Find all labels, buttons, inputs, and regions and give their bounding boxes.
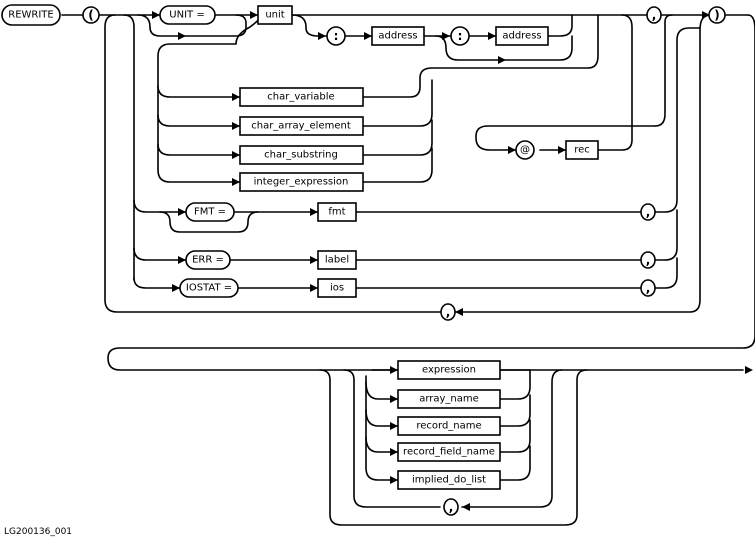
comma-terminal-iostat: , — [640, 279, 656, 297]
svg-text:ios: ios — [330, 283, 344, 294]
unit-keyword: UNIT = — [159, 5, 216, 25]
rec-nonterminal: rec — [565, 140, 599, 160]
record-name-nonterminal: record_name — [397, 416, 501, 436]
svg-text:fmt: fmt — [328, 207, 345, 218]
comma-terminal-control-loop: , — [440, 303, 456, 321]
svg-text:address: address — [378, 31, 417, 42]
svg-text:unit: unit — [265, 10, 284, 21]
comma-terminal-io-loop: , — [443, 498, 459, 516]
fmt-nonterminal: fmt — [317, 202, 357, 222]
err-keyword: ERR = — [185, 250, 231, 270]
svg-text:rec: rec — [574, 145, 590, 156]
char-variable-nonterminal: char_variable — [239, 87, 364, 107]
open-paren-terminal: ( — [82, 6, 100, 24]
svg-text:expression: expression — [422, 365, 476, 376]
svg-text:REWRITE: REWRITE — [8, 10, 53, 21]
svg-text:char_substring: char_substring — [264, 150, 338, 161]
svg-text:record_name: record_name — [416, 421, 481, 432]
record-field-name-nonterminal: record_field_name — [397, 442, 501, 462]
connector-lines-top — [39, 7, 749, 313]
arrowheads — [88, 11, 753, 511]
char-substring-nonterminal: char_substring — [239, 145, 364, 165]
svg-text:,: , — [652, 8, 657, 22]
close-paren-terminal: ) — [708, 6, 726, 24]
integer-expression-nonterminal: integer_expression — [239, 172, 364, 192]
svg-text:integer_expression: integer_expression — [254, 177, 349, 188]
label-nonterminal: label — [317, 250, 357, 270]
svg-text:ERR =: ERR = — [192, 255, 224, 266]
comma-terminal-err: , — [640, 251, 656, 269]
fmt-keyword: FMT = — [185, 202, 235, 222]
svg-text:,: , — [646, 281, 651, 295]
svg-text:,: , — [646, 253, 651, 267]
comma-terminal-rec: , — [646, 6, 662, 24]
svg-text:FMT =: FMT = — [194, 207, 226, 218]
address-nonterminal-1: address — [371, 26, 425, 46]
rewrite-keyword: REWRITE — [1, 4, 61, 26]
svg-text:array_name: array_name — [419, 394, 479, 405]
svg-text:,: , — [446, 305, 451, 319]
expression-nonterminal: expression — [397, 360, 501, 380]
svg-text:,: , — [646, 205, 651, 219]
svg-text:implied_do_list: implied_do_list — [412, 475, 486, 486]
svg-text:UNIT =: UNIT = — [169, 10, 204, 21]
connector-lines-bottom — [107, 14, 755, 526]
colon-terminal-1: : — [326, 26, 346, 46]
svg-text:(: ( — [88, 8, 93, 22]
svg-text:char_array_element: char_array_element — [251, 121, 351, 132]
svg-text:label: label — [325, 255, 349, 266]
svg-text:@: @ — [520, 145, 530, 156]
svg-text:,: , — [449, 500, 454, 514]
svg-text::: : — [458, 29, 463, 43]
ios-nonterminal: ios — [317, 278, 357, 298]
address-nonterminal-2: address — [495, 26, 549, 46]
colon-terminal-2: : — [450, 26, 470, 46]
at-sign-terminal: @ — [515, 140, 535, 160]
figure-id: LG200136_001 — [4, 527, 72, 537]
iostat-keyword: IOSTAT = — [179, 278, 239, 298]
char-array-element-nonterminal: char_array_element — [239, 116, 364, 136]
implied-do-list-nonterminal: implied_do_list — [397, 470, 501, 490]
svg-text:address: address — [502, 31, 541, 42]
array-name-nonterminal: array_name — [397, 389, 501, 409]
svg-text:): ) — [714, 8, 719, 22]
svg-text:record_field_name: record_field_name — [403, 447, 495, 458]
svg-text::: : — [334, 29, 339, 43]
comma-terminal-fmt: , — [640, 203, 656, 221]
svg-text:IOSTAT =: IOSTAT = — [186, 283, 232, 294]
svg-text:char_variable: char_variable — [267, 92, 334, 103]
unit-nonterminal: unit — [257, 5, 293, 25]
